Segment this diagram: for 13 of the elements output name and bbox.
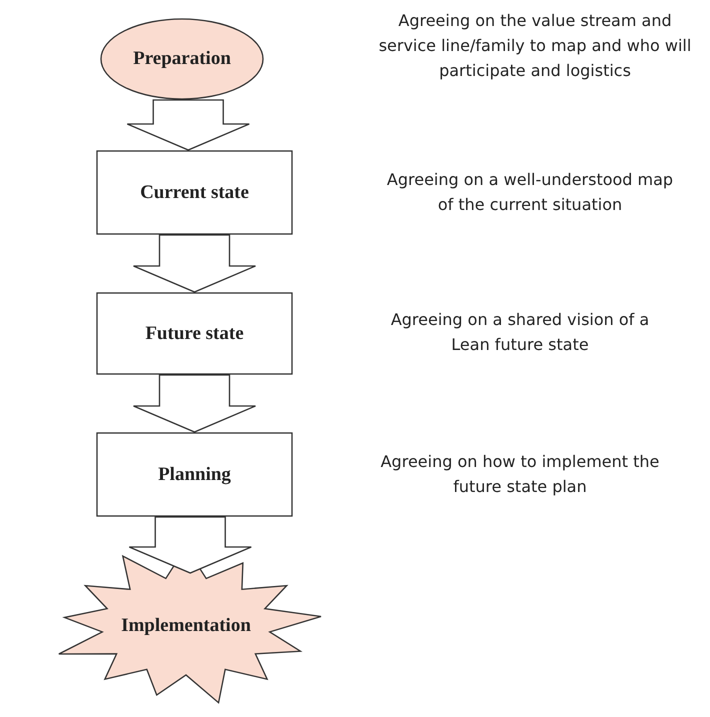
step-description: Agreeing on a well-understood map of the current situation bbox=[386, 169, 674, 216]
block-arrow bbox=[132, 234, 256, 293]
step-description: Agreeing on how to implement the future state plan bbox=[380, 451, 660, 498]
step-description: Agreeing on a shared vision of a Lean future state bbox=[390, 309, 650, 356]
step-label: Planning bbox=[158, 464, 231, 486]
block-arrow bbox=[126, 99, 250, 151]
step-label: Future state bbox=[145, 322, 244, 344]
step-label: Preparation bbox=[133, 48, 231, 70]
block-arrow bbox=[128, 516, 252, 574]
step-label: Implementation bbox=[121, 615, 251, 637]
block-arrow bbox=[132, 374, 256, 433]
step-description: Agreeing on the value stream and service line/family to map and who will participate and logistics bbox=[378, 10, 692, 82]
step-label: Current state bbox=[140, 182, 249, 204]
